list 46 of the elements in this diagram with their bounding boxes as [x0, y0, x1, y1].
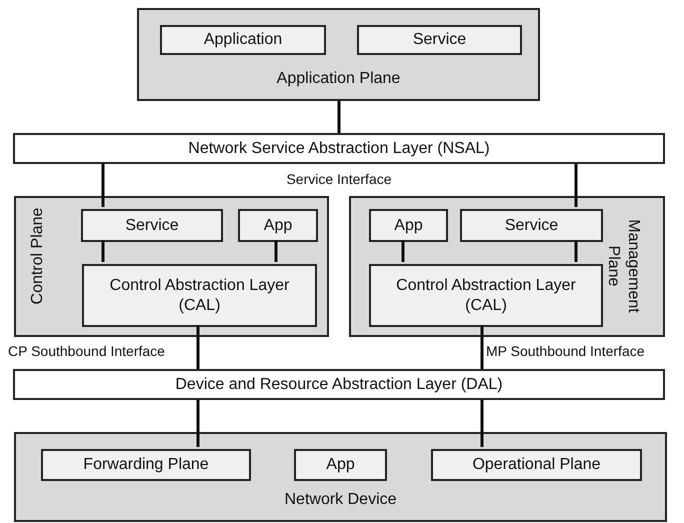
connector-line [480, 325, 484, 369]
node-label: Application [202, 30, 284, 50]
component-box [81, 209, 223, 242]
node-label: Network Service Abstraction Layer (NSAL) [187, 138, 491, 158]
component-box [357, 25, 522, 55]
node-label: Operational Plane [471, 455, 602, 475]
node-label: Forwarding Plane [82, 455, 210, 475]
component-box [431, 449, 642, 481]
node-label: App [393, 216, 424, 236]
node-label: Control Abstraction Layer (CAL) [108, 276, 290, 316]
plane-panel [137, 8, 540, 101]
node-label: Network Device [283, 490, 398, 510]
connector-line [274, 240, 278, 262]
interface-label: Service Interface [285, 171, 393, 188]
component-box [369, 264, 603, 327]
node-label: Management Plane [604, 218, 643, 315]
node-label: App [262, 216, 294, 236]
connector-line [196, 325, 200, 369]
node-label: Control Plane [28, 206, 47, 306]
node-label: Service [124, 216, 180, 236]
node-label: Device and Resource Abstraction Layer (DAL) [174, 374, 504, 394]
connector-line [102, 164, 104, 207]
connector-line [480, 400, 484, 447]
component-box [82, 264, 317, 327]
connector-line [102, 240, 104, 262]
connector-line [574, 240, 578, 262]
component-box [238, 209, 318, 242]
component-box [160, 25, 326, 55]
component-box [369, 209, 448, 242]
node-label: Application Plane [276, 69, 402, 89]
component-box [41, 449, 251, 481]
node-label: Service [412, 30, 468, 50]
connector-line [196, 400, 200, 447]
component-box [294, 449, 387, 481]
node-label: Service [504, 216, 560, 236]
plane-panel [14, 432, 667, 522]
component-box [460, 209, 603, 242]
node-label: App [325, 455, 356, 475]
connector-line [338, 101, 340, 133]
layer-bar [13, 133, 665, 164]
node-label: Control Abstraction Layer (CAL) [395, 276, 577, 316]
plane-panel [349, 196, 665, 337]
connector-line [574, 164, 578, 207]
layer-bar [13, 369, 665, 400]
connector-line [402, 240, 404, 262]
plane-panel [14, 196, 329, 337]
